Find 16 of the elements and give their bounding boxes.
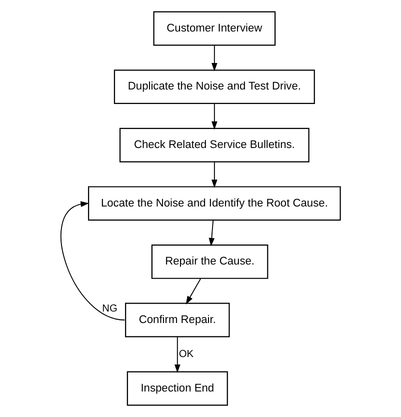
arrow [212, 162, 218, 188]
node-box: Duplicate the Noise and Test Drive. [114, 70, 315, 104]
arrow [208, 220, 215, 246]
node-box: Repair the Cause. [151, 244, 268, 279]
arrow [212, 103, 218, 130]
node-box: Customer Interview [153, 11, 276, 46]
edge-label: NG [102, 304, 118, 315]
arrow [60, 201, 126, 320]
node-box: Confirm Repair. [125, 302, 230, 338]
edge-label: OK [178, 348, 194, 360]
arrow [186, 278, 202, 304]
node-box: Check Related Service Bulletins. [119, 128, 310, 162]
arrow [212, 44, 218, 72]
arrow [174, 336, 180, 373]
node-box: Locate the Noise and Identify the Root Cause. [88, 186, 341, 221]
node-box: Inspection End [126, 371, 228, 406]
